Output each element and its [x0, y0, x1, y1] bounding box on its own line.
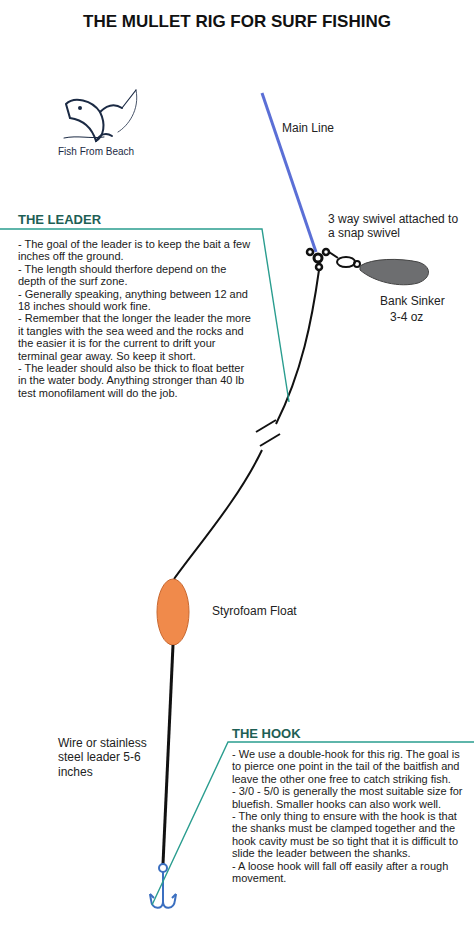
note-text: - Generally speaking, anything between 1… — [18, 288, 254, 313]
note-text: - We use a double-hook for this rig. The… — [232, 748, 468, 785]
note-text: - The leader should also be thick to flo… — [18, 362, 254, 399]
note-text: - A loose hook will fall off easily afte… — [232, 860, 468, 885]
part-label: Styrofoam Float — [212, 604, 352, 618]
section-heading: THE HOOK — [232, 726, 432, 742]
section-heading: THE LEADER — [18, 212, 218, 228]
leader-notes: - The goal of the leader is to keep the … — [18, 238, 254, 399]
logo-eye — [78, 106, 82, 110]
three-way-swivel — [307, 249, 329, 270]
bank-sinker — [360, 259, 429, 284]
leader-callout-line — [0, 229, 289, 402]
note-text: - 3/0 - 5/0 is generally the most suitab… — [232, 785, 468, 810]
logo-text: Fish From Beach — [58, 146, 168, 158]
hook-notes: - We use a double-hook for this rig. The… — [232, 748, 468, 884]
part-label: Wire or stainless steel leader 5-6 inche… — [58, 736, 158, 779]
break-mark — [256, 420, 276, 432]
logo-fish — [64, 90, 137, 141]
hook-callout-line — [152, 742, 474, 905]
main-line — [262, 93, 316, 252]
note-text: - The only thing to ensure with the hook… — [232, 810, 468, 860]
break-mark — [260, 434, 280, 446]
note-text: - Remember that the longer the leader th… — [18, 312, 254, 362]
part-label: 3-4 oz — [390, 310, 460, 324]
note-text: - The length should therfore depend on t… — [18, 263, 254, 288]
wire-leader — [163, 645, 173, 864]
part-label: 3 way swivel attached to a snap swivel — [328, 212, 468, 241]
note-text: - The goal of the leader is to keep the … — [18, 238, 254, 263]
part-label: Main Line — [282, 121, 372, 135]
diagram-title: THE MULLET RIG FOR SURF FISHING — [10, 12, 464, 32]
snap-swivel — [329, 252, 360, 267]
styrofoam-float — [157, 579, 189, 645]
part-label: Bank Sinker — [380, 294, 470, 308]
